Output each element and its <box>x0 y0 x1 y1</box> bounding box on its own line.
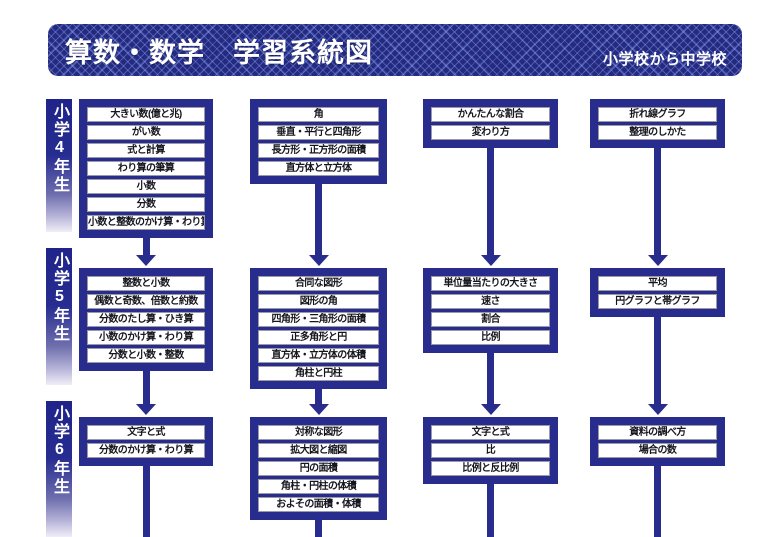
topic-box: 小数と整数のかけ算・わり算 <box>87 215 205 230</box>
topic-box: 変わり方 <box>431 125 550 140</box>
flow-arrowhead-icon <box>136 404 156 415</box>
topic-box: 円の面積 <box>258 461 379 476</box>
flow-arrow-stem <box>654 148 661 255</box>
grade-band-label: 小学4年生 <box>51 103 68 194</box>
topic-box: がい数 <box>87 125 205 140</box>
topic-box: 分数と小数・整数 <box>87 348 205 363</box>
flow-arrowhead-icon <box>308 404 329 415</box>
flow-arrow-stem <box>315 184 322 255</box>
topic-box: かんたんな割合 <box>431 107 550 122</box>
topic-box: 四角形・三角形の面積 <box>258 312 379 327</box>
flow-line <box>654 466 661 537</box>
header-subtitle: 小学校から中学校 <box>602 51 727 68</box>
grade-band-label: 小学5年生 <box>51 252 68 343</box>
topic-box: 式と計算 <box>87 143 205 158</box>
topic-box: 文字と式 <box>87 425 205 440</box>
flow-arrow-stem <box>487 148 494 255</box>
grade-band: 小学4年生 <box>46 99 72 232</box>
topic-group: 大きい数(億と兆) がい数式と計算わり算の筆算小数分数小数と整数のかけ算・わり算 <box>79 99 213 238</box>
topic-group: 平均円グラフと帯グラフ <box>590 268 725 317</box>
flow-arrow-stem <box>142 371 150 404</box>
grade-band: 小学5年生 <box>46 248 72 385</box>
flow-line <box>142 466 150 537</box>
topic-box: 文字と式 <box>431 425 550 440</box>
topic-box: 大きい数(億と兆) <box>87 107 205 122</box>
topic-box: 拡大図と縮図 <box>258 443 379 458</box>
topic-group: 合同な図形図形の角四角形・三角形の面積正多角形と円直方体・立方体の体積角柱と円柱 <box>250 268 387 389</box>
flow-arrowhead-icon <box>136 255 156 266</box>
topic-box: 単位量当たりの大きさ <box>431 276 550 291</box>
flow-arrow-stem <box>654 317 661 404</box>
topic-group: 整数と小数偶数と奇数、倍数と約数分数のたし算・ひき算小数のかけ算・わり算分数と小… <box>79 268 213 371</box>
topic-box: 合同な図形 <box>258 276 379 291</box>
topic-group: 文字と式分数のかけ算・わり算 <box>79 417 213 466</box>
topic-group: 折れ線グラフ整理のしかた <box>590 99 725 148</box>
topic-box: 小数 <box>87 179 205 194</box>
topic-group: 単位量当たりの大きさ速さ割合比例 <box>423 268 558 353</box>
topic-box: 平均 <box>598 276 717 291</box>
topic-group: 対称な図形拡大図と縮図円の面積角柱・円柱の体積およその面積・体積 <box>250 417 387 520</box>
header-banner: 算数・数学 学習系統図 小学校から中学校 <box>48 24 742 76</box>
topic-box: 直方体と立方体 <box>258 161 379 176</box>
topic-box: 分数のかけ算・わり算 <box>87 443 205 458</box>
flow-arrowhead-icon <box>647 255 668 266</box>
flow-line <box>487 484 494 537</box>
topic-box: 比 <box>431 443 550 458</box>
topic-box: 整理のしかた <box>598 125 717 140</box>
topic-box: 分数のたし算・ひき算 <box>87 312 205 327</box>
topic-box: 正多角形と円 <box>258 330 379 345</box>
topic-box: 対称な図形 <box>258 425 379 440</box>
flow-arrow-stem <box>487 353 494 404</box>
flow-arrow-stem <box>142 238 150 255</box>
topic-group: 資料の調べ方場合の数 <box>590 417 725 466</box>
topic-box: 場合の数 <box>598 443 717 458</box>
topic-box: わり算の筆算 <box>87 161 205 176</box>
topic-group: かんたんな割合変わり方 <box>423 99 558 148</box>
topic-box: 比例と反比例 <box>431 461 550 476</box>
topic-box: 角柱・円柱の体積 <box>258 479 379 494</box>
page-title: 算数・数学 学習系統図 <box>65 37 373 68</box>
topic-box: 垂直・平行と四角形 <box>258 125 379 140</box>
topic-box: 長方形・正方形の面積 <box>258 143 379 158</box>
topic-box: 整数と小数 <box>87 276 205 291</box>
flow-arrow-stem <box>315 389 322 404</box>
topic-box: およその面積・体積 <box>258 497 379 512</box>
topic-group: 文字と式比比例と反比例 <box>423 417 558 484</box>
topic-box: 角柱と円柱 <box>258 366 379 381</box>
topic-box: 割合 <box>431 312 550 327</box>
topic-box: 偶数と奇数、倍数と約数 <box>87 294 205 309</box>
grade-band-label: 小学6年生 <box>51 405 68 496</box>
topic-box: 円グラフと帯グラフ <box>598 294 717 309</box>
topic-box: 速さ <box>431 294 550 309</box>
flow-arrowhead-icon <box>308 255 329 266</box>
flow-arrowhead-icon <box>480 404 501 415</box>
topic-box: 分数 <box>87 197 205 212</box>
flow-arrowhead-icon <box>480 255 501 266</box>
topic-box: 比例 <box>431 330 550 345</box>
flow-line <box>315 520 322 537</box>
flow-arrowhead-icon <box>647 404 668 415</box>
grade-band: 小学6年生 <box>46 401 72 537</box>
topic-box: 直方体・立方体の体積 <box>258 348 379 363</box>
topic-box: 資料の調べ方 <box>598 425 717 440</box>
topic-group: 角垂直・平行と四角形長方形・正方形の面積直方体と立方体 <box>250 99 387 184</box>
topic-box: 折れ線グラフ <box>598 107 717 122</box>
topic-box: 角 <box>258 107 379 122</box>
topic-box: 図形の角 <box>258 294 379 309</box>
topic-box: 小数のかけ算・わり算 <box>87 330 205 345</box>
